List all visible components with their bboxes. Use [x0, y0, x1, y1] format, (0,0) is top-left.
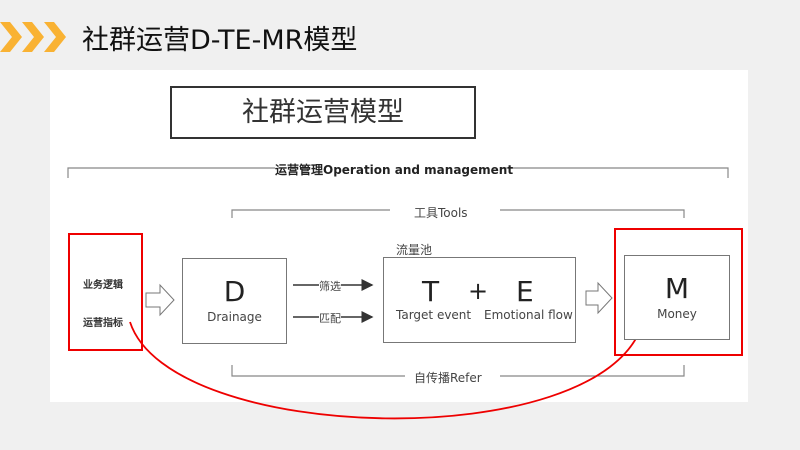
e-letter: E — [516, 275, 534, 308]
main-title-box: 社群运营模型 — [170, 86, 476, 139]
pool-label: 流量池 — [396, 243, 433, 257]
operation-bracket-right — [500, 167, 729, 178]
te-box: T + E Target event Emotional flow — [383, 257, 576, 343]
feedback-curve — [129, 321, 643, 420]
m-letter: M — [664, 272, 690, 305]
d-letter: D — [223, 275, 246, 308]
slide-title: 社群运营D-TE-MR模型 — [82, 25, 358, 56]
tools-bracket-right — [500, 209, 685, 218]
money-box: M Money — [624, 255, 730, 340]
operation-label: 运营管理Operation and management — [275, 163, 514, 177]
refer-bracket-right — [500, 365, 685, 377]
d-name: Drainage — [207, 310, 262, 324]
tools-label: 工具Tools — [414, 206, 468, 220]
chevron-icons — [0, 22, 66, 52]
operation-bracket-left — [67, 167, 275, 178]
t-letter: T — [422, 275, 440, 308]
hollow-arrow-icon — [145, 283, 175, 317]
filter-label: 筛选 — [319, 278, 341, 294]
target-event: Target event — [396, 308, 472, 322]
plus-sign: + — [468, 277, 489, 305]
right-highlight — [614, 228, 743, 356]
refer-label: 自传播Refer — [414, 371, 482, 385]
refer-bracket-left — [231, 365, 405, 377]
match-label: 匹配 — [319, 310, 341, 326]
tools-bracket-left — [231, 209, 390, 218]
drainage-box: D Drainage — [182, 258, 287, 344]
operation-metrics: 运营指标 — [83, 318, 123, 329]
hollow-arrow-icon — [585, 281, 613, 315]
left-highlight — [68, 233, 143, 351]
business-logic: 业务逻辑 — [83, 280, 123, 291]
emotional-flow: Emotional flow — [484, 308, 573, 322]
m-name: Money — [657, 307, 697, 321]
